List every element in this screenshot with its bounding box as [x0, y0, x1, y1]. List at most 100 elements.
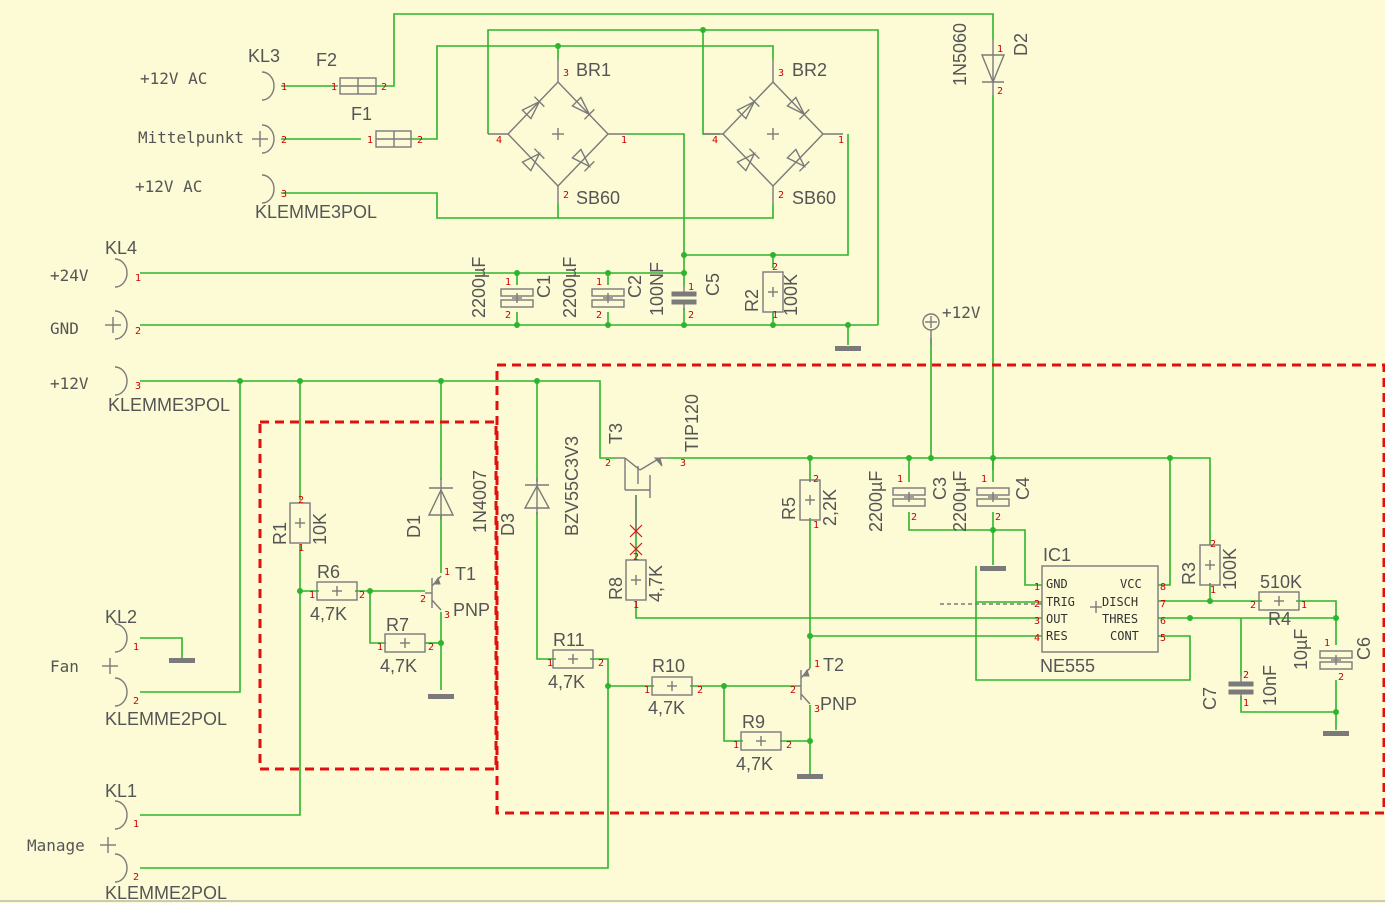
r2-value: 100K — [781, 274, 801, 316]
kl2-type: KLEMME2POL — [105, 709, 227, 729]
r3-name: R3 — [1179, 562, 1199, 585]
capacitor-c6 — [1319, 650, 1353, 670]
svg-text:2: 2 — [772, 262, 778, 273]
supply-label: +12V — [942, 303, 981, 322]
ground-symbol — [1323, 731, 1349, 736]
r10-name: R10 — [652, 656, 685, 676]
kl3-pin3-signal: +12V AC — [135, 177, 202, 196]
svg-text:2: 2 — [420, 594, 426, 605]
supply-12v-symbol: +12V — [922, 303, 981, 345]
c4-value: 2200µF — [950, 471, 970, 532]
capacitor-c1 — [500, 288, 534, 308]
resistor-r11 — [552, 649, 594, 669]
t3-name: T3 — [606, 423, 626, 444]
svg-text:2: 2 — [1250, 600, 1256, 611]
r4-name: R4 — [1268, 609, 1291, 629]
br1-value: SB60 — [576, 188, 620, 208]
r3-value: 100K — [1220, 548, 1240, 590]
bridge-rectifier-br2 — [703, 60, 843, 204]
svg-text:2: 2 — [697, 685, 703, 696]
r11-name: R11 — [553, 630, 585, 650]
svg-text:2: 2 — [359, 590, 365, 601]
f1-name: F1 — [351, 104, 372, 124]
ic-pin-gnd: GND — [1046, 577, 1068, 591]
resistor-r10 — [651, 676, 693, 696]
svg-text:1: 1 — [1243, 698, 1249, 709]
transistor-t3 — [615, 457, 668, 556]
r2-name: R2 — [742, 289, 762, 312]
svg-text:3: 3 — [563, 68, 569, 79]
svg-text:2: 2 — [997, 86, 1003, 97]
br2-name: BR2 — [792, 60, 827, 80]
svg-text:1: 1 — [621, 135, 627, 146]
svg-text:1: 1 — [309, 590, 315, 601]
svg-text:1: 1 — [367, 135, 373, 146]
svg-text:1: 1 — [331, 82, 337, 93]
ground-symbol — [169, 658, 195, 663]
capacitor-c2 — [591, 288, 625, 308]
junctions — [237, 27, 1339, 744]
wires — [140, 13, 1337, 869]
c1-name: C1 — [534, 275, 554, 298]
t1-type: PNP — [453, 600, 490, 620]
svg-text:1: 1 — [644, 685, 650, 696]
kl4-type: KLEMME3POL — [108, 395, 230, 415]
svg-text:1: 1 — [596, 277, 602, 288]
ground-symbol — [797, 774, 823, 779]
c3-name: C3 — [930, 477, 950, 500]
r11-value: 4,7K — [548, 672, 585, 692]
ground-symbol — [428, 694, 454, 699]
capacitor-c7 — [1228, 676, 1254, 700]
svg-text:1: 1 — [997, 44, 1003, 55]
r1-name: R1 — [270, 522, 290, 545]
c7-name: C7 — [1200, 687, 1220, 710]
r8-name: R8 — [606, 577, 626, 600]
diode-d3 — [523, 478, 551, 515]
svg-text:1: 1 — [733, 740, 739, 751]
r6-value: 4,7K — [310, 604, 347, 624]
svg-text:6: 6 — [1160, 616, 1166, 627]
br1-name: BR1 — [576, 60, 611, 80]
r5-value: 2,2K — [820, 489, 840, 526]
ic-pin-thres: THRES — [1102, 612, 1138, 626]
svg-text:4: 4 — [1034, 633, 1040, 644]
kl3-pin1-signal: +12V AC — [140, 69, 207, 88]
ic-pin-res: RES — [1046, 629, 1068, 643]
d2-value: 1N5060 — [950, 23, 970, 86]
r8-value: 4,7K — [646, 565, 666, 602]
svg-text:3: 3 — [1034, 616, 1040, 627]
svg-text:3: 3 — [814, 704, 820, 715]
svg-text:2: 2 — [298, 495, 304, 506]
kl1-type: KLEMME2POL — [105, 883, 227, 903]
connector-kl3: KL3 +12V AC Mittelpunkt +12V AC KLEMME3P… — [135, 46, 377, 222]
r4-value: 510K — [1260, 572, 1302, 592]
svg-text:2: 2 — [633, 552, 639, 563]
kl1-name: KL1 — [105, 781, 137, 801]
svg-text:2: 2 — [598, 658, 604, 669]
resistor-r7 — [384, 633, 426, 653]
transistor-t1 — [425, 575, 442, 611]
t2-name: T2 — [823, 655, 844, 675]
svg-text:3: 3 — [135, 381, 141, 392]
svg-text:1: 1 — [1301, 600, 1307, 611]
svg-text:2: 2 — [688, 310, 694, 321]
d2-name: D2 — [1011, 33, 1031, 56]
svg-text:3: 3 — [444, 610, 450, 621]
capacitor-c3 — [892, 487, 926, 507]
diode-d1 — [427, 478, 455, 520]
ic-pin-trig: TRIG — [1046, 595, 1075, 609]
t1-name: T1 — [455, 564, 476, 584]
r7-value: 4,7K — [380, 656, 417, 676]
svg-text:1: 1 — [1034, 582, 1040, 593]
svg-text:2: 2 — [911, 512, 917, 523]
svg-text:1: 1 — [135, 273, 141, 284]
kl3-pin2-signal: Mittelpunkt — [138, 128, 244, 147]
ic-pin-out: OUT — [1046, 612, 1068, 626]
resistor-r3 — [1199, 544, 1221, 586]
svg-text:2: 2 — [381, 82, 387, 93]
svg-text:2: 2 — [417, 135, 423, 146]
svg-text:1: 1 — [838, 135, 844, 146]
connector-kl2: KL2 Fan KLEMME2POL 12 — [50, 607, 227, 729]
d3-name: D3 — [498, 513, 518, 536]
